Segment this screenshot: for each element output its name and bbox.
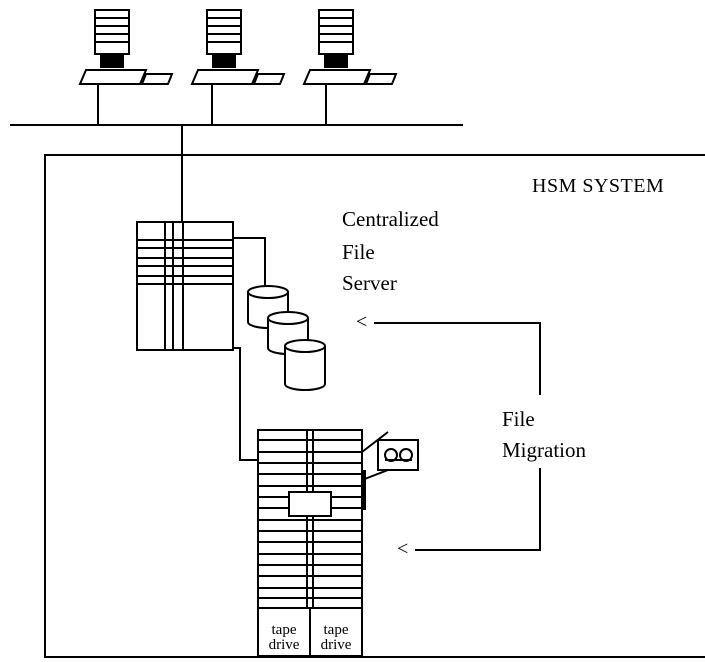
server-label-line-3: Server	[342, 269, 397, 297]
migration-bottom-arrow-line	[415, 468, 540, 550]
server-disk-link	[233, 238, 265, 288]
file-server-box	[137, 222, 233, 350]
tape-drive-1-label-line-2: drive	[260, 637, 308, 653]
workstation-1	[80, 10, 172, 125]
workstation-3	[304, 10, 396, 125]
workstation-2	[192, 10, 284, 125]
tape-drive-2-label-line-2: drive	[312, 637, 360, 653]
hsm-system-title: HSM SYSTEM	[532, 172, 664, 200]
tape-drive-1-label-line-1: tape	[260, 622, 308, 638]
migration-label-line-1: File	[502, 405, 535, 433]
disk-3	[285, 340, 325, 390]
migration-label-line-2: Migration	[502, 436, 586, 464]
migration-top-arrowhead: <	[356, 308, 367, 336]
server-label-line-1: Centralized	[342, 205, 439, 233]
tape-drive-2-label-line-1: tape	[312, 622, 360, 638]
migration-top-arrow-line	[374, 323, 540, 395]
tape-cartridge-icon	[362, 432, 418, 480]
server-tape-link	[233, 348, 260, 460]
migration-bottom-arrowhead: <	[397, 535, 408, 563]
server-label-line-2: File	[342, 238, 375, 266]
